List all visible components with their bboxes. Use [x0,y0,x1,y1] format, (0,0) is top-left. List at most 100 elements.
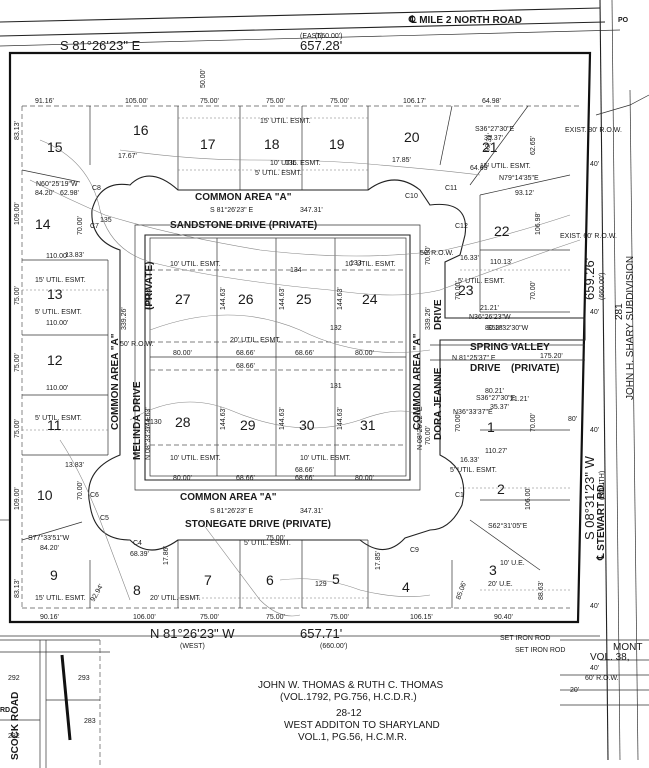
easements [22,117,570,599]
common-area-east: COMMON AREA "A" [412,333,423,430]
easement-label: 5' UTIL. ESMT. [458,278,505,285]
bearing: S 81°26'23" E [210,507,254,515]
row-label: 40' [590,309,599,316]
subdivision-number: 28-12 [336,708,362,719]
dim: 92.94' [90,583,105,603]
curve-label: C4 [133,540,142,547]
easement-label: 5' UTIL. ESMT. [450,467,497,474]
dim: 17.67' [118,153,137,160]
lot-24: 24 [362,291,378,307]
lot-4: 4 [402,579,410,595]
owner-record: (VOL.1792, PG.756, H.C.D.R.) [280,692,417,703]
dimensions: 91.16' 105.00' 75.00' 75.00' 75.00' 106.… [14,69,563,621]
dim: 80.00' [355,350,374,357]
dim: 70.00' [77,481,84,500]
spring-valley-drive-label: DRIVE [470,363,501,374]
dim: 68.66' [236,363,255,370]
dim: 83.13' [14,579,21,598]
east-record: (660.00') [599,273,606,300]
east-bearing: S 08°31'23" W [582,455,597,540]
lot-7: 7 [204,572,212,588]
contour-label: 130 [150,419,162,426]
dim: 68.66' [295,350,314,357]
bearing: N 08°26'22" E [416,406,424,450]
north-dist: 657.28' [300,38,342,53]
dim: 64.65' [470,165,489,172]
dim: 144.63' [337,407,344,430]
dim: 17.85' [392,157,411,164]
lot-25: 25 [296,291,312,307]
dim: 106.98' [535,212,542,235]
shary-subdivision: JOHN H. SHARY SUBDIVISION [625,256,636,400]
dim: 339.26' [121,307,128,330]
lot-19: 19 [329,136,345,152]
inset-lot-292: 292 [8,675,20,682]
owner-annotation: JOHN W. THOMAS & RUTH C. THOMAS (VOL.179… [258,680,444,743]
dim: 70.00' [530,413,537,432]
lot-8: 8 [133,582,141,598]
dim: 21.21' [510,396,529,403]
contour-label: 136 [285,160,297,167]
inset-lot-283: 283 [84,718,96,725]
dim: 75.00' [14,419,21,438]
dim: 144.63' [279,407,286,430]
dim: 70.00' [425,246,432,265]
dim: 75.00' [266,535,285,542]
row-label: 50' R.O.W. [120,341,154,348]
contour-label: 132 [330,325,342,332]
dim: 16.33' [460,255,479,262]
dim: 80.00' [355,475,374,482]
dim: 80.00' [173,475,192,482]
easement-label: 5' UTIL. ESMT. [255,170,302,177]
dim: 93.12' [515,190,534,197]
dim: 35.37' [484,135,503,142]
bearing: N 81°25'37" E [452,354,496,362]
scock-road-label: SCOCK ROAD [10,692,21,760]
lot-16: 16 [133,122,149,138]
dim: 75.00' [330,614,349,621]
dim: 75.00' [14,286,21,305]
vol38-label: VOL. 38, [590,652,629,663]
lot-3: 3 [489,562,497,578]
easement-label: 10' UTIL. ESMT. [170,455,221,462]
dim: 84.20' [35,190,54,197]
easement-label: 10' U.E. [500,560,525,567]
easement-label: 10' UTIL. ESMT. [345,261,396,268]
sandstone-drive-label: SANDSTONE DRIVE (PRIVATE) [170,220,317,231]
bearing: N60°25'19"W [36,180,78,188]
curve-label: C11 [445,185,457,192]
east-dir: (SOUTH) [599,471,606,500]
curve-label: C12 [455,223,468,230]
dim: 70.00' [530,281,537,300]
easement-label: 10' UTIL. ESMT. [300,455,351,462]
dim: 84.20' [40,545,59,552]
bearing: S53°32'30"W [487,324,529,332]
contour-label: 133 [350,260,362,267]
curve-label: C6 [90,492,99,499]
exist-row-80: EXIST. 80' R.O.W. [565,127,622,134]
lot-28: 28 [175,414,191,430]
lot-29: 29 [240,417,256,433]
dim: 85.06' [455,581,468,601]
lot-14: 14 [35,216,51,232]
dim: 144.63' [220,287,227,310]
curve-label: C7 [90,223,99,230]
dim: 90.16' [40,614,59,621]
dim: 144.63' [337,287,344,310]
bearing: N 08°33'37" E [144,416,152,460]
dim: 144.63' [220,407,227,430]
dim: 144.63' [145,287,152,310]
bearing: S36°27'30"E [476,394,516,402]
lot-lines [21,105,571,608]
dim: 88.63' [538,581,545,600]
boundary [8,51,592,624]
contour-label: 134 [290,267,302,274]
curve-label: C1 [455,492,464,499]
dim: 75.00' [266,98,285,105]
bearing: N79°14'35"E [499,174,539,182]
contour-label: 135 [100,217,112,224]
lot-11: 11 [47,417,62,433]
rd-label: RD. [0,707,12,714]
curve-label: C8 [92,185,101,192]
dim: 16.33' [460,457,479,464]
